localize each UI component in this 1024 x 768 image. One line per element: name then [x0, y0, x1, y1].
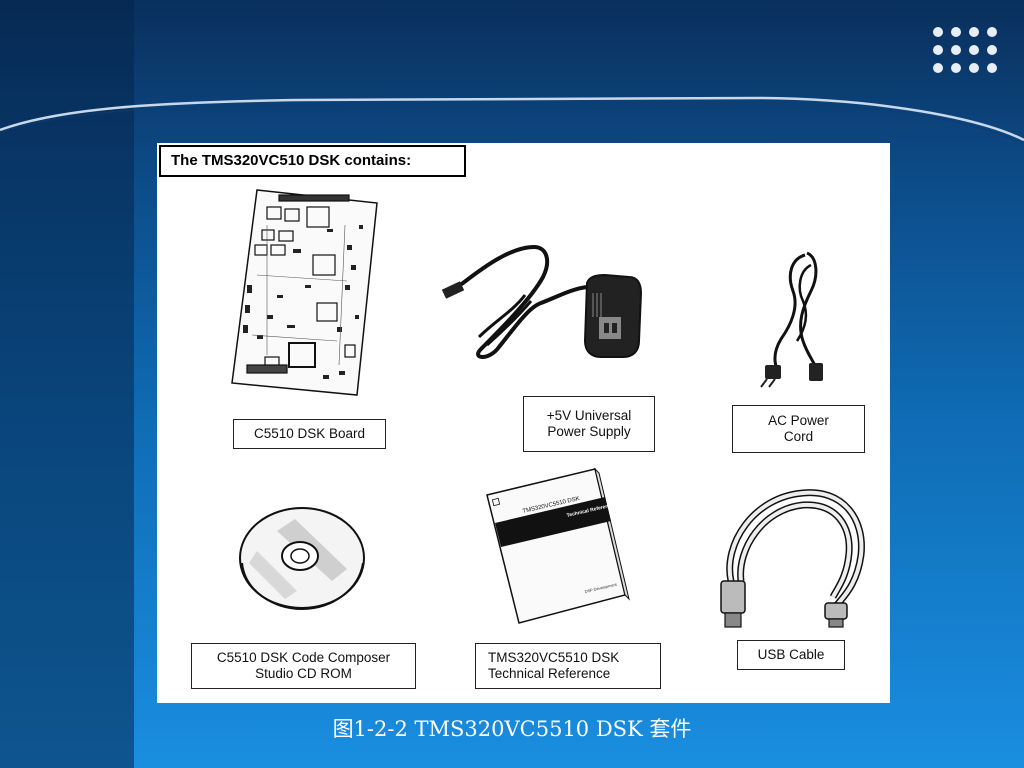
power-adapter-icon: [441, 244, 643, 359]
figure-caption: 图1-2-2 TMS320VC5510 DSK 套件: [332, 717, 692, 741]
item-label-cd-rom: C5510 DSK Code Composer Studio CD ROM: [191, 643, 416, 689]
dot-grid-decoration-icon: [933, 27, 997, 73]
item-label-power-supply: +5V Universal Power Supply: [523, 396, 655, 452]
item-label-dsk-board: C5510 DSK Board: [233, 419, 386, 449]
manual-book-icon: TMS320VC5510 DSK Technical Reference DSP…: [486, 467, 630, 624]
power-cord-icon: [760, 251, 823, 388]
kit-contents-figure: The TMS320VC510 DSK contains:: [157, 143, 890, 703]
usb-cable-icon: [720, 489, 865, 628]
item-label-power-cord: AC Power Cord: [732, 405, 865, 453]
header-swoosh-line: [0, 96, 1024, 142]
item-label-usb-cable: USB Cable: [737, 640, 845, 670]
figure-header: The TMS320VC510 DSK contains:: [159, 145, 466, 177]
circuit-board-icon: [231, 189, 378, 396]
cd-rom-icon: [239, 507, 365, 611]
item-label-technical-reference: TMS320VC5510 DSK Technical Reference: [475, 643, 661, 689]
left-sidebar-band: [0, 0, 134, 768]
